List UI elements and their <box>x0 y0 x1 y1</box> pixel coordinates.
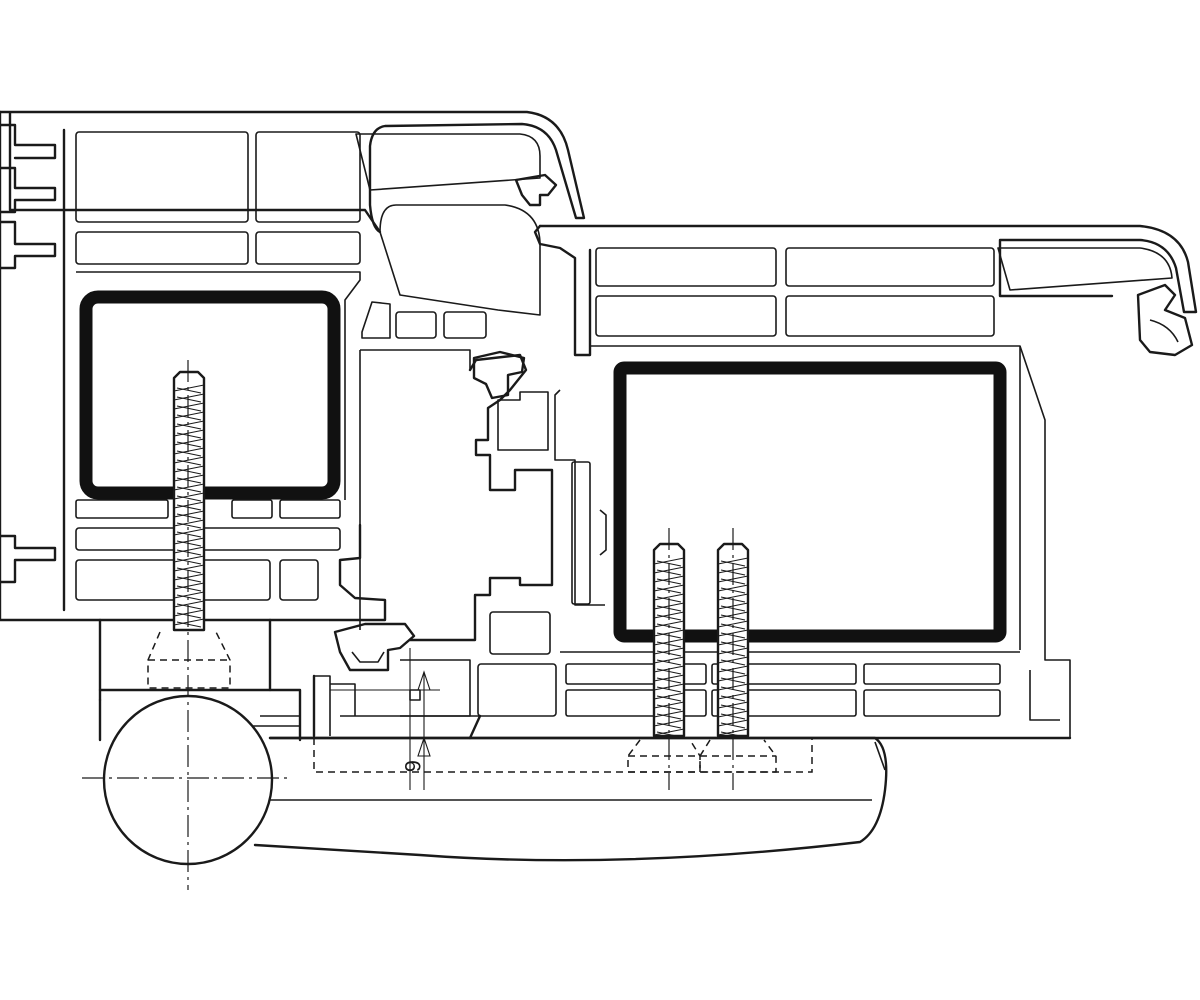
screw-thread-line <box>176 567 202 574</box>
screw-thread-line <box>176 621 202 628</box>
screw-thread-line <box>176 522 202 529</box>
screw-thread-line <box>173 555 205 563</box>
screw-thread-line <box>717 593 749 601</box>
screw-thread-line <box>653 593 685 601</box>
screw-thread-line <box>176 495 202 502</box>
screw-thread-line <box>173 402 205 410</box>
screw-thread-line <box>176 477 202 484</box>
screw-thread-line <box>176 423 202 430</box>
screw-thread-line <box>176 612 202 619</box>
screw-thread-line <box>173 618 205 626</box>
dimension-label: 6 <box>400 760 425 772</box>
screw-thread-line <box>176 405 202 412</box>
screw-thread-line <box>173 429 205 437</box>
screw-thread-line <box>176 459 202 466</box>
screw-thread-line <box>173 447 205 455</box>
screw-thread-line <box>173 483 205 491</box>
screw-thread-line <box>173 573 205 581</box>
screw-thread-line <box>176 585 202 592</box>
dimension-6: 6 <box>330 648 440 790</box>
frame-notch-2 <box>0 166 57 214</box>
screw-thread-line <box>176 603 202 610</box>
screw-thread-line <box>173 474 205 482</box>
screw-thread-line <box>173 384 205 392</box>
screw-thread-line <box>173 411 205 419</box>
screw-thread-line <box>173 492 205 500</box>
screw-thread-line <box>173 393 205 401</box>
screw-thread-line <box>176 387 202 394</box>
screw-thread-line <box>176 576 202 583</box>
screw-thread-line <box>176 540 202 547</box>
gasket-sash-top <box>1136 283 1194 357</box>
screw-thread-line <box>656 695 682 702</box>
frame-outer-contour <box>0 110 586 234</box>
screw-thread-line <box>717 620 749 628</box>
frame-chamber-1 <box>75 131 249 223</box>
screw-thread-line <box>176 414 202 421</box>
screw-threads <box>173 384 749 738</box>
screw-thread-line <box>176 594 202 601</box>
screw-thread-line <box>173 465 205 473</box>
screw-thread-line <box>720 695 746 702</box>
screw-thread-line <box>173 600 205 608</box>
screw-thread-line <box>176 486 202 493</box>
frame-notch-bottom <box>0 534 57 584</box>
gasket-bottom <box>333 622 416 672</box>
sash-outer-contour <box>538 224 1198 314</box>
screw-thread-line <box>173 501 205 509</box>
screw-thread-line <box>176 513 202 520</box>
screw-thread-line <box>173 582 205 590</box>
screw-thread-line <box>173 519 205 527</box>
screw-thread-line <box>173 591 205 599</box>
screw-thread-line <box>173 564 205 572</box>
screw-thread-line <box>717 584 749 592</box>
screw-thread-line <box>173 510 205 518</box>
screw-thread-line <box>173 546 205 554</box>
gasket-center <box>472 350 526 400</box>
hidden-lines <box>147 631 813 773</box>
screw-thread-line <box>173 420 205 428</box>
frame-chamber-3 <box>355 133 541 191</box>
frame-profile <box>0 110 586 702</box>
screw-thread-line <box>173 609 205 617</box>
frame-notch-3 <box>0 220 57 270</box>
frame-notch-top <box>0 123 57 160</box>
screw-thread-line <box>173 438 205 446</box>
screw-thread-line <box>176 558 202 565</box>
frame-chamber-2 <box>255 131 361 223</box>
screw-thread-line <box>720 722 746 729</box>
screw-thread-line <box>720 731 746 738</box>
screw-thread-line <box>176 396 202 403</box>
hinge-body <box>98 618 888 862</box>
center-lines <box>82 360 734 890</box>
screw-thread-line <box>656 722 682 729</box>
screw-thread-line <box>656 731 682 738</box>
screw-thread-line <box>176 531 202 538</box>
screw-thread-line <box>176 441 202 448</box>
screw-thread-line <box>176 432 202 439</box>
screw-thread-line <box>176 504 202 511</box>
screw-thread-line <box>653 557 685 565</box>
frame-reinforcement-left <box>79 290 341 500</box>
sash-reinforcement-right <box>613 361 1007 643</box>
screw-thread-line <box>173 456 205 464</box>
screw-thread-line <box>176 450 202 457</box>
screw-thread-line <box>173 528 205 536</box>
screw-frame <box>172 370 206 632</box>
screw-thread-line <box>653 584 685 592</box>
screw-thread-line <box>176 468 202 475</box>
gasket-frame-top <box>514 173 558 207</box>
sash-profile <box>533 224 1198 738</box>
screw-thread-line <box>653 620 685 628</box>
screw-thread-line <box>717 557 749 565</box>
screw-thread-line <box>173 537 205 545</box>
screw-thread-line <box>176 549 202 556</box>
